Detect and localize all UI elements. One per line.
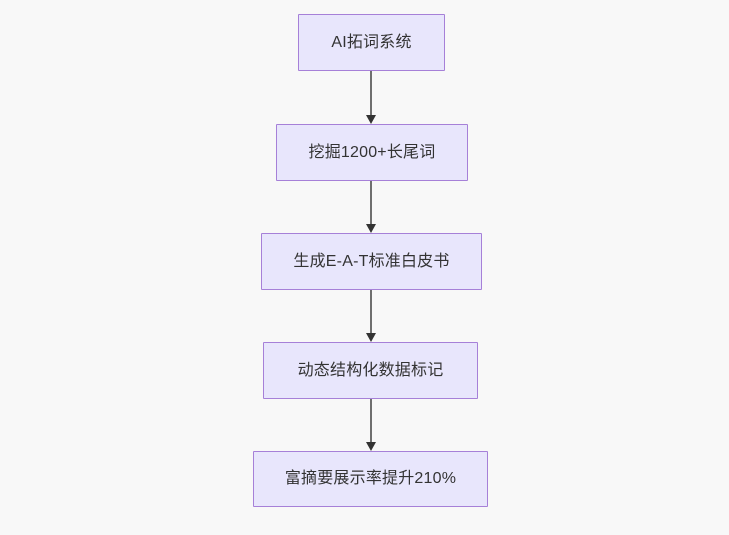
edge-line [369,399,373,442]
edge-line [369,71,373,115]
flowchart-node-label: AI拓词系统 [331,33,412,51]
flowchart-node-label: 动态结构化数据标记 [297,361,444,379]
flowchart-node-n3[interactable]: 生成E-A-T标准白皮书 [261,233,482,290]
flowchart-node-n2[interactable]: 挖掘1200+长尾词 [276,124,468,181]
edge-line [369,181,373,224]
flowchart-node-label: 挖掘1200+长尾词 [308,143,436,161]
edge-line [369,290,373,333]
flowchart-node-label: 生成E-A-T标准白皮书 [293,252,450,270]
flowchart-node-label: 富摘要展示率提升210% [284,470,457,488]
arrowhead-down-icon [365,333,376,342]
flowchart-node-n5[interactable]: 富摘要展示率提升210% [253,451,488,507]
arrowhead-down-icon [365,224,376,233]
flowchart-node-n4[interactable]: 动态结构化数据标记 [263,342,478,399]
flowchart-node-n1[interactable]: AI拓词系统 [298,14,445,71]
arrowhead-down-icon [365,115,376,124]
arrowhead-down-icon [365,442,376,451]
